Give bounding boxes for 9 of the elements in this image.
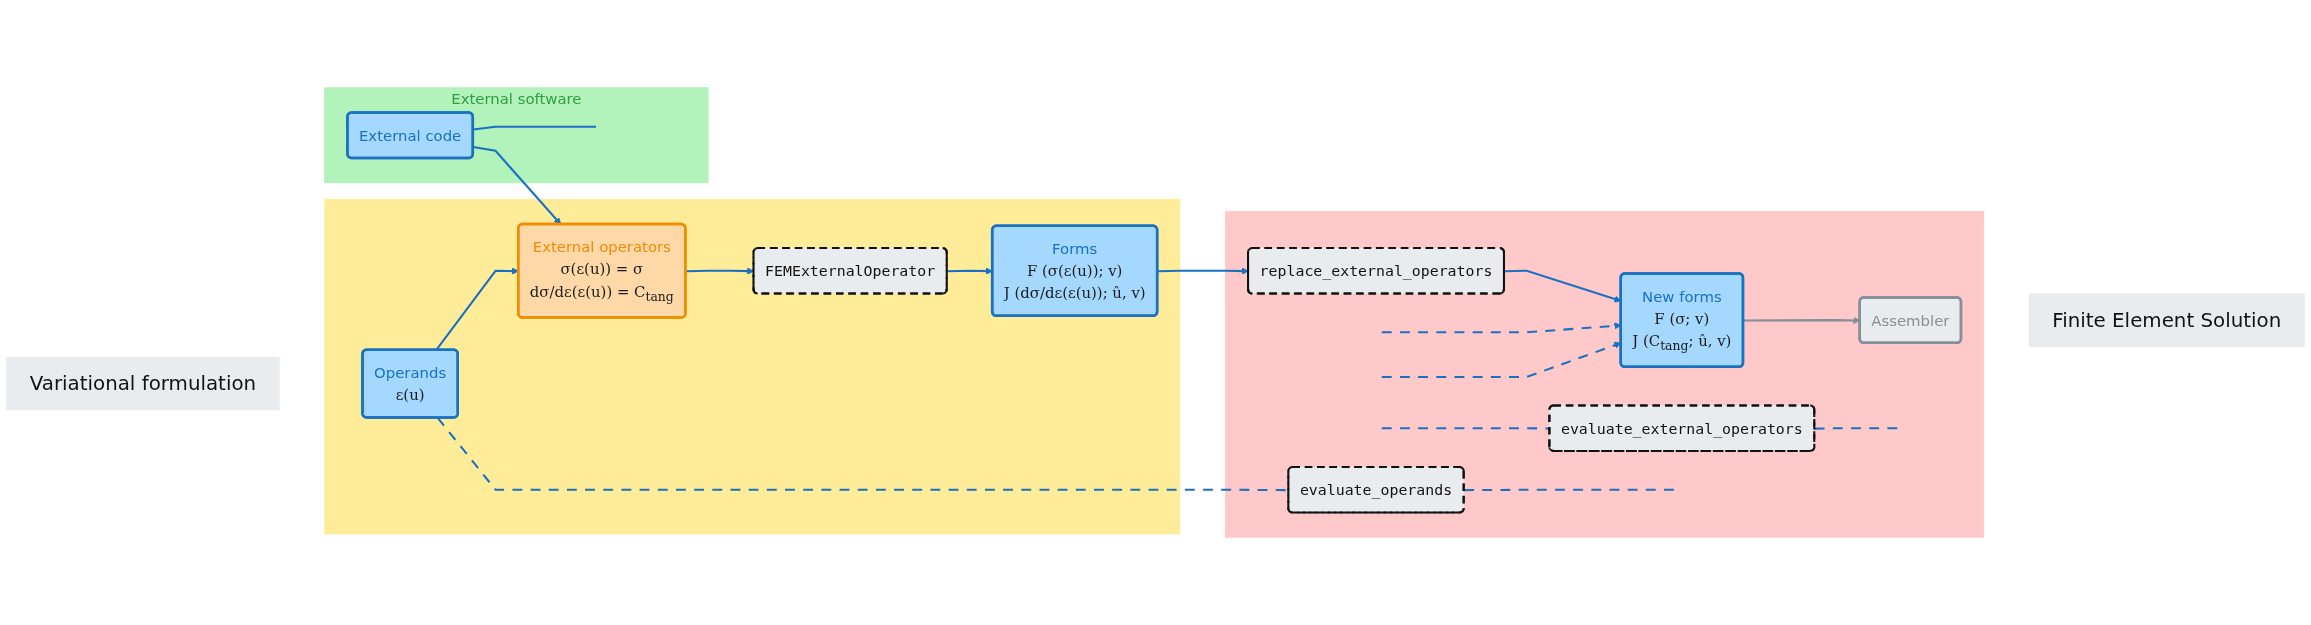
cluster	[1224, 210, 1985, 538]
connector	[436, 417, 1289, 492]
connector	[1464, 488, 1677, 492]
arrow	[1157, 267, 1249, 275]
connector	[1381, 427, 1550, 430]
cluster	[324, 198, 1181, 535]
arrow	[473, 146, 562, 225]
arrow	[947, 267, 993, 275]
connector	[473, 125, 596, 131]
